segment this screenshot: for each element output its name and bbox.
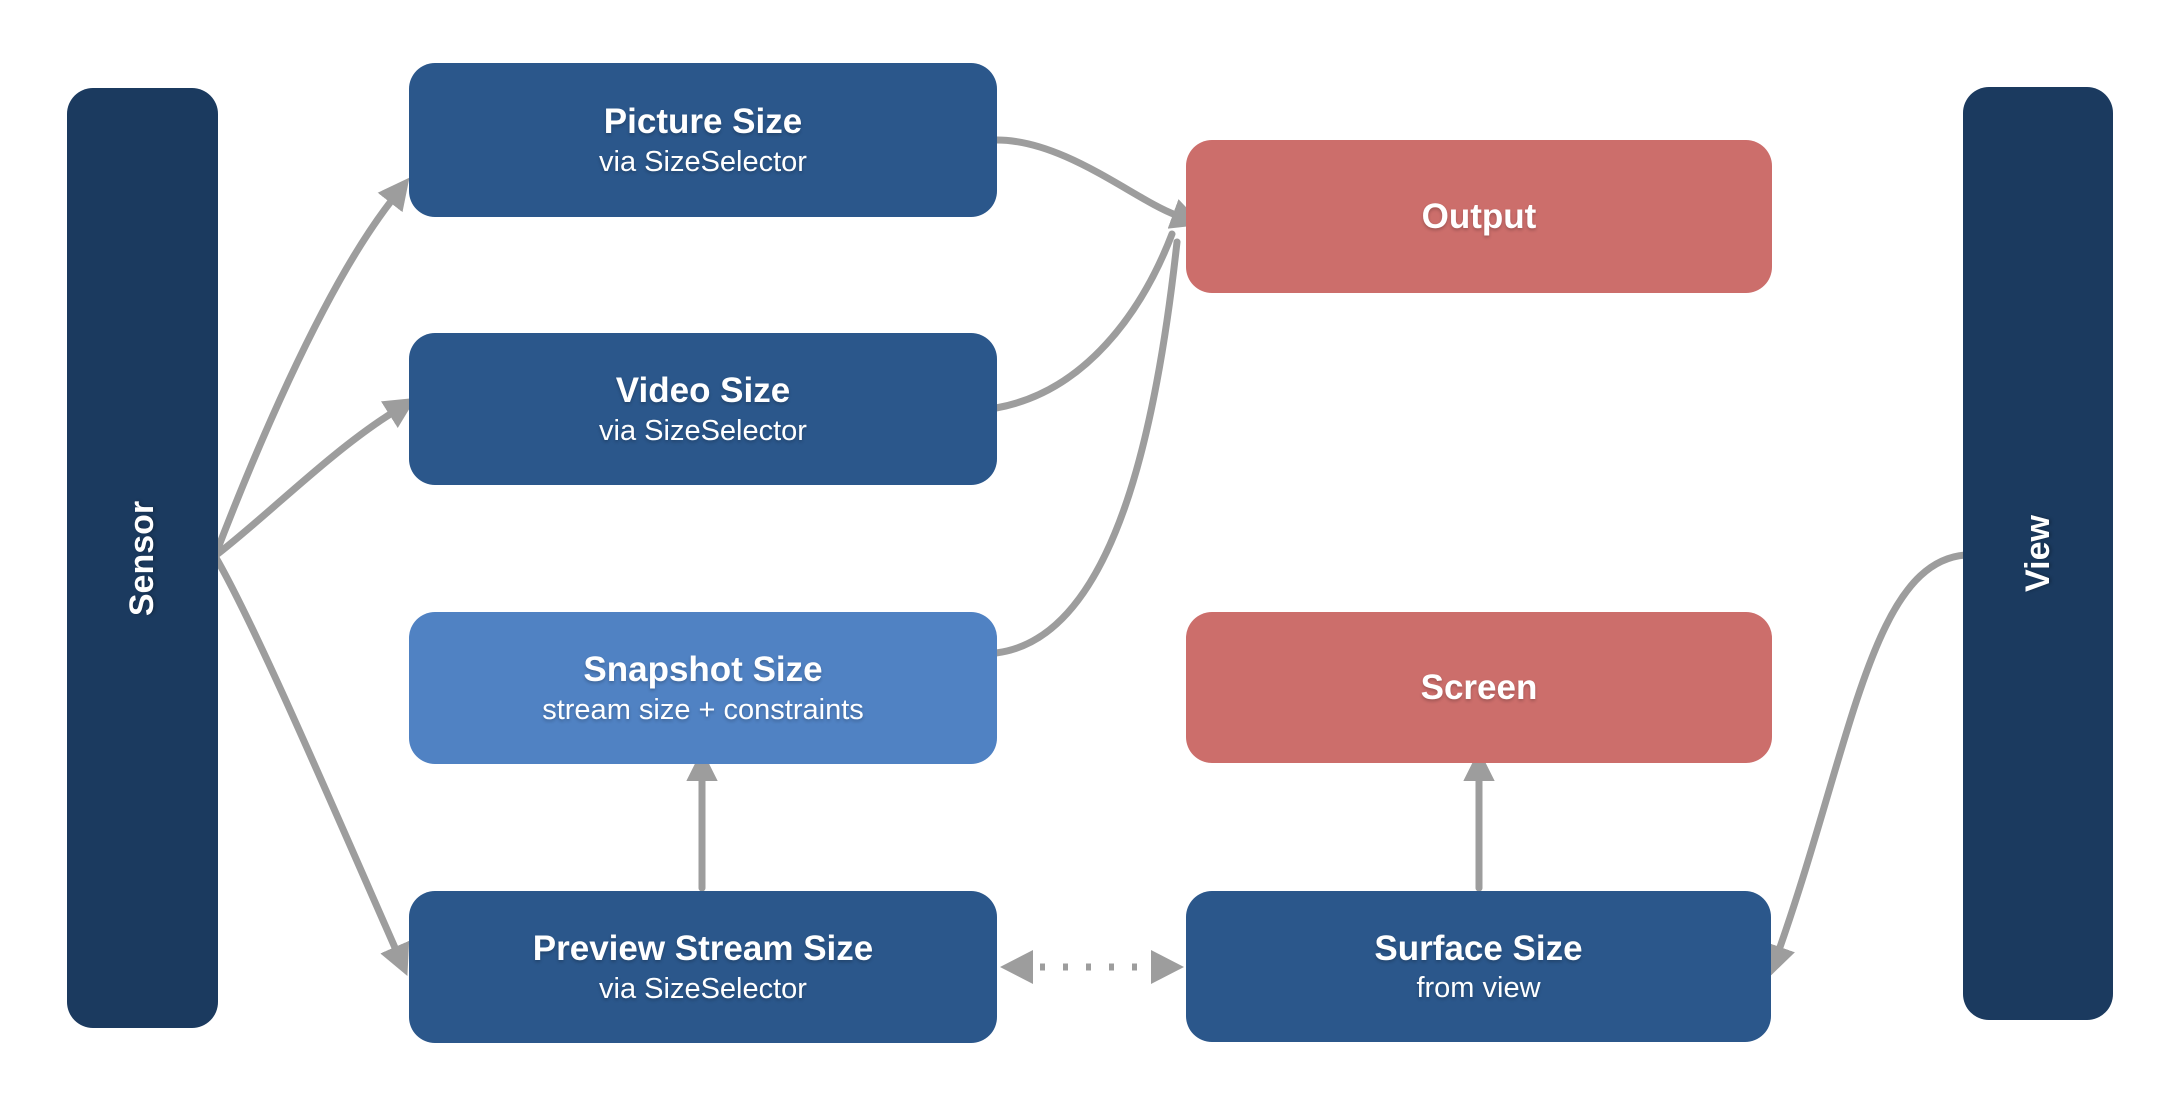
preview-stream-size-title: Preview Stream Size [532, 929, 874, 968]
picture-size-node: Picture Size via SizeSelector [409, 63, 997, 217]
preview-stream-size-subtitle: via SizeSelector [599, 972, 807, 1005]
video-size-title: Video Size [615, 371, 791, 410]
picture-size-title: Picture Size [603, 102, 803, 141]
dotted-link-right-arrowhead [1151, 950, 1184, 984]
arrow-snapshot-size-to-output [992, 238, 1181, 657]
arrow-view-to-surface-size [1765, 551, 1969, 977]
surface-size-subtitle: from view [1416, 972, 1541, 1005]
output-node: Output [1186, 140, 1772, 293]
preview-stream-size-node: Preview Stream Size via SizeSelector [409, 891, 997, 1043]
snapshot-size-node: Snapshot Size stream size + constraints [409, 612, 997, 764]
arrow-sensor-to-preview-stream-size [211, 552, 410, 976]
arrow-picture-size-to-output [993, 136, 1203, 229]
picture-size-subtitle: via SizeSelector [599, 145, 807, 178]
surface-size-title: Surface Size [1374, 928, 1583, 968]
surface-size-node: Surface Size from view [1186, 891, 1771, 1042]
snapshot-size-subtitle: stream size + constraints [542, 693, 864, 726]
arrow-video-size-to-output [992, 230, 1176, 412]
view-lane-label: View [2018, 515, 2057, 592]
dotted-link-left-arrowhead [1000, 950, 1033, 984]
sensor-lane: Sensor [67, 88, 218, 1028]
output-title: Output [1421, 196, 1537, 236]
view-lane: View [1963, 87, 2113, 1020]
video-size-node: Video Size via SizeSelector [409, 333, 997, 485]
screen-node: Screen [1186, 612, 1772, 763]
screen-title: Screen [1420, 667, 1538, 707]
snapshot-size-title: Snapshot Size [583, 650, 823, 689]
arrow-sensor-to-picture-size [211, 177, 410, 560]
arrow-sensor-to-video-size [211, 397, 416, 560]
video-size-subtitle: via SizeSelector [599, 414, 807, 447]
sensor-lane-label: Sensor [122, 500, 161, 616]
